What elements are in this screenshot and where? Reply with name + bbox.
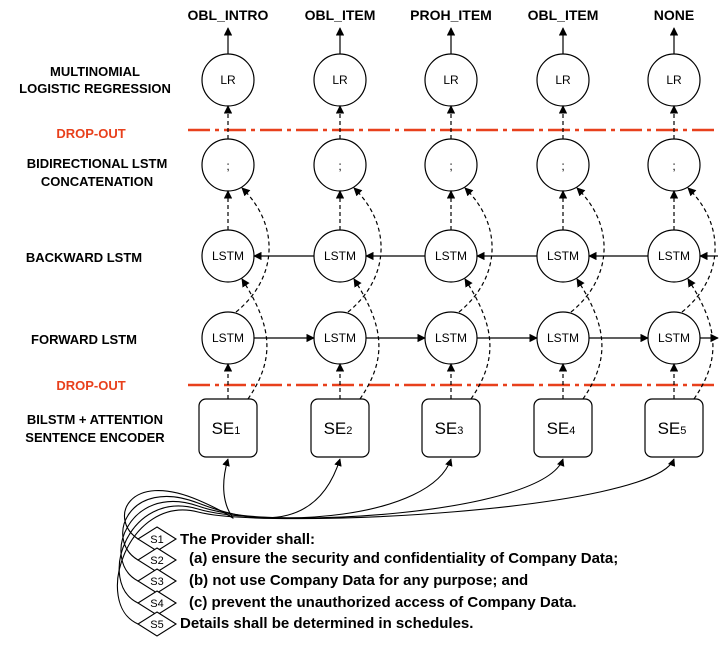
concat-node-label: ; [449,159,452,173]
encoder-index: 2 [346,425,352,437]
sentence-line-4: (c) prevent the unauthorized access of C… [189,594,577,611]
label-lr-line2: LOGISTIC REGRESSION [19,81,171,96]
sentence-id-label: S5 [150,619,163,631]
encoder-index: 1 [234,425,240,437]
label-dropout-top: DROP-OUT [56,126,125,141]
input-curve-4 [118,458,565,604]
sentence-encoder-box [198,398,258,458]
column-3: PROH_ITEM LR; LSTM LSTM SE3 [410,7,493,458]
label-concat-line1: BIDIRECTIONAL LSTM [27,156,168,171]
concat-node-label: ; [338,159,341,173]
input-curve-1 [123,458,234,540]
sentence-encoder-box [421,398,481,458]
backward-lstm-label: LSTM [547,249,579,263]
encoder-prefix: SE [324,419,347,438]
label-encoder-line1: BILSTM + ATTENTION [27,412,163,427]
lr-node-label: LR [220,73,236,87]
encoder-prefix: SE [658,419,681,438]
column-5: NONE LR; LSTM LSTM SE5 [644,7,716,458]
lr-node-label: LR [332,73,348,87]
input-curve-2 [122,458,342,561]
forward-lstm-label: LSTM [547,331,579,345]
forward-to-concat-arrow [347,187,382,313]
lr-node-label: LR [443,73,459,87]
label-concat-line2: CONCATENATION [41,174,153,189]
sentence-line-1: The Provider shall: [180,531,315,548]
lr-node-label: LR [666,73,682,87]
encoder-prefix: SE [435,419,458,438]
output-tag: PROH_ITEM [410,7,492,23]
encoder-to-backward-arrow [241,278,268,400]
diagram-columns: OBL_INTROLR;LSTMLSTMSE1OBL_ITEMLR;LSTMLS… [188,7,719,458]
sentence-encoder-box [644,398,704,458]
forward-lstm-label: LSTM [658,331,690,345]
output-tag: OBL_ITEM [305,7,376,23]
forward-to-concat-arrow [570,187,605,313]
sentence-id-label: S4 [150,598,163,610]
concat-node-label: ; [672,159,675,173]
sentence-line-3: (b) not use Company Data for any purpose… [189,572,528,589]
encoder-index: 5 [680,425,686,437]
sentence-encoder-label: SE4 [547,419,576,438]
output-tag: NONE [654,7,694,23]
label-forward-lstm: FORWARD LSTM [31,332,137,347]
forward-to-concat-arrow [681,187,716,313]
forward-to-concat-arrow [458,187,493,313]
forward-lstm-label: LSTM [435,331,467,345]
encoder-index: 4 [569,425,575,437]
forward-lstm-label: LSTM [212,331,244,345]
backward-lstm-label: LSTM [324,249,356,263]
sentence-encoder-box [533,398,593,458]
backward-lstm-label: LSTM [435,249,467,263]
backward-lstm-label: LSTM [212,249,244,263]
encoder-prefix: SE [212,419,235,438]
sentence-line-2: (a) ensure the security and confidential… [189,550,618,567]
label-encoder-line2: SENTENCE ENCODER [25,430,165,445]
sentence-line-5: Details shall be determined in schedules… [180,615,473,632]
encoder-to-backward-arrow [353,278,380,400]
output-tag: OBL_ITEM [528,7,599,23]
output-tag: OBL_INTRO [188,7,269,23]
encoder-to-backward-arrow [687,278,714,400]
lr-node-label: LR [555,73,571,87]
forward-to-concat-arrow [235,187,270,313]
forward-lstm-label: LSTM [324,331,356,345]
encoder-to-backward-arrow [576,278,603,400]
input-curve-5 [116,458,676,625]
sentence-encoder-box [310,398,370,458]
encoder-to-backward-arrow [464,278,491,400]
encoder-prefix: SE [547,419,570,438]
sentence-encoder-label: SE5 [658,419,687,438]
column-4: OBL_ITEM LR; LSTM LSTM SE4 [528,7,605,458]
sentence-id-label: S3 [150,576,163,588]
sentence-id-label: S1 [150,534,163,546]
sentence-encoder-label: SE1 [212,419,241,438]
concat-node-label: ; [226,159,229,173]
column-2: OBL_ITEM LR; LSTM LSTM SE2 [305,7,382,458]
input-curve-3 [120,458,453,582]
label-dropout-bottom: DROP-OUT [56,378,125,393]
column-1: OBL_INTRO LR; LSTM LSTM SE1 [188,7,270,458]
sentence-encoder-label: SE3 [435,419,464,438]
input-curves [116,458,676,625]
label-lr-line1: MULTINOMIAL [50,64,140,79]
concat-node-label: ; [561,159,564,173]
label-backward-lstm: BACKWARD LSTM [26,250,142,265]
backward-lstm-label: LSTM [658,249,690,263]
sentence-id-diamond [136,611,178,637]
sentence-id-label: S2 [150,555,163,567]
sentence-encoder-label: SE2 [324,419,353,438]
encoder-index: 3 [457,425,463,437]
